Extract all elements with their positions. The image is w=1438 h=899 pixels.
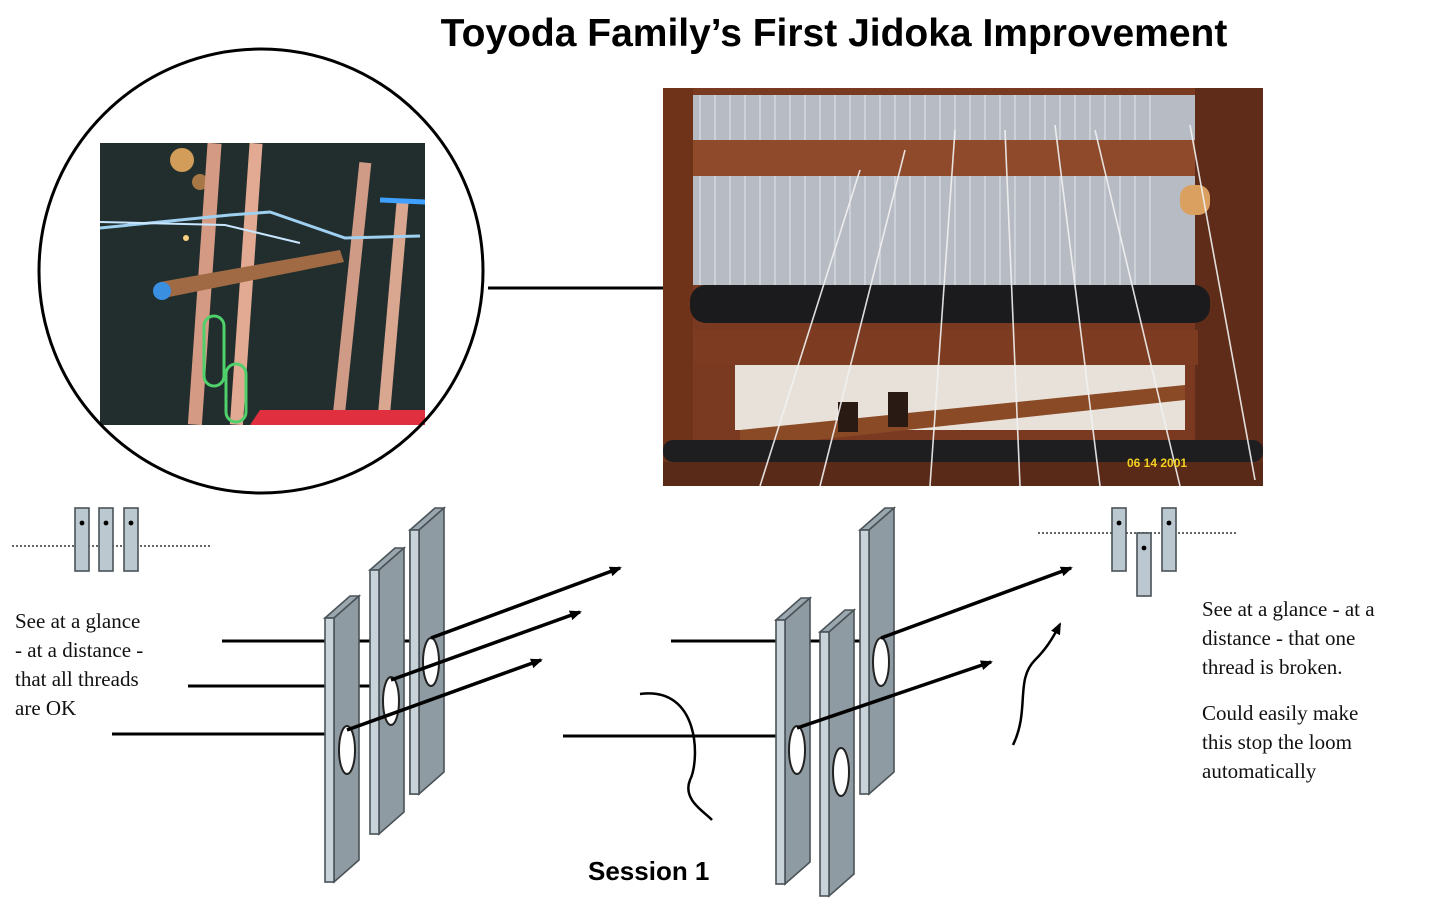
note-line: See at a glance [15, 609, 141, 633]
heddle-group-ok [112, 506, 622, 884]
note-line: automatically [1202, 759, 1317, 783]
mini-schematic-broken [1038, 507, 1238, 597]
session-label: Session 1 [588, 856, 710, 886]
note-line: thread is broken. [1202, 655, 1343, 679]
note-one-broken: See at a glance - at a distance - that o… [1202, 595, 1438, 682]
mini-schematic-ok [12, 507, 212, 572]
loom-photo: 06 14 2001 [663, 88, 1263, 487]
magnifier-circle [37, 47, 485, 495]
note-all-ok: See at a glance - at a distance - that a… [15, 607, 215, 723]
diagram-title: Toyoda Family’s First Jidoka Improvement [440, 12, 1228, 55]
note-line: - at a distance - [15, 638, 144, 662]
note-line: See at a glance - at a [1202, 597, 1375, 621]
note-auto-stop: Could easily make this stop the loom aut… [1202, 699, 1438, 786]
photo-date-stamp: 06 14 2001 [1127, 456, 1187, 470]
note-line: distance - that one [1202, 626, 1356, 650]
note-line: that all threads [15, 667, 139, 691]
note-line: this stop the loom [1202, 730, 1352, 754]
heddle-group-broken [563, 506, 1073, 898]
note-line: Could easily make [1202, 701, 1359, 725]
magnified-inset [37, 47, 485, 495]
note-line: are OK [15, 696, 77, 720]
